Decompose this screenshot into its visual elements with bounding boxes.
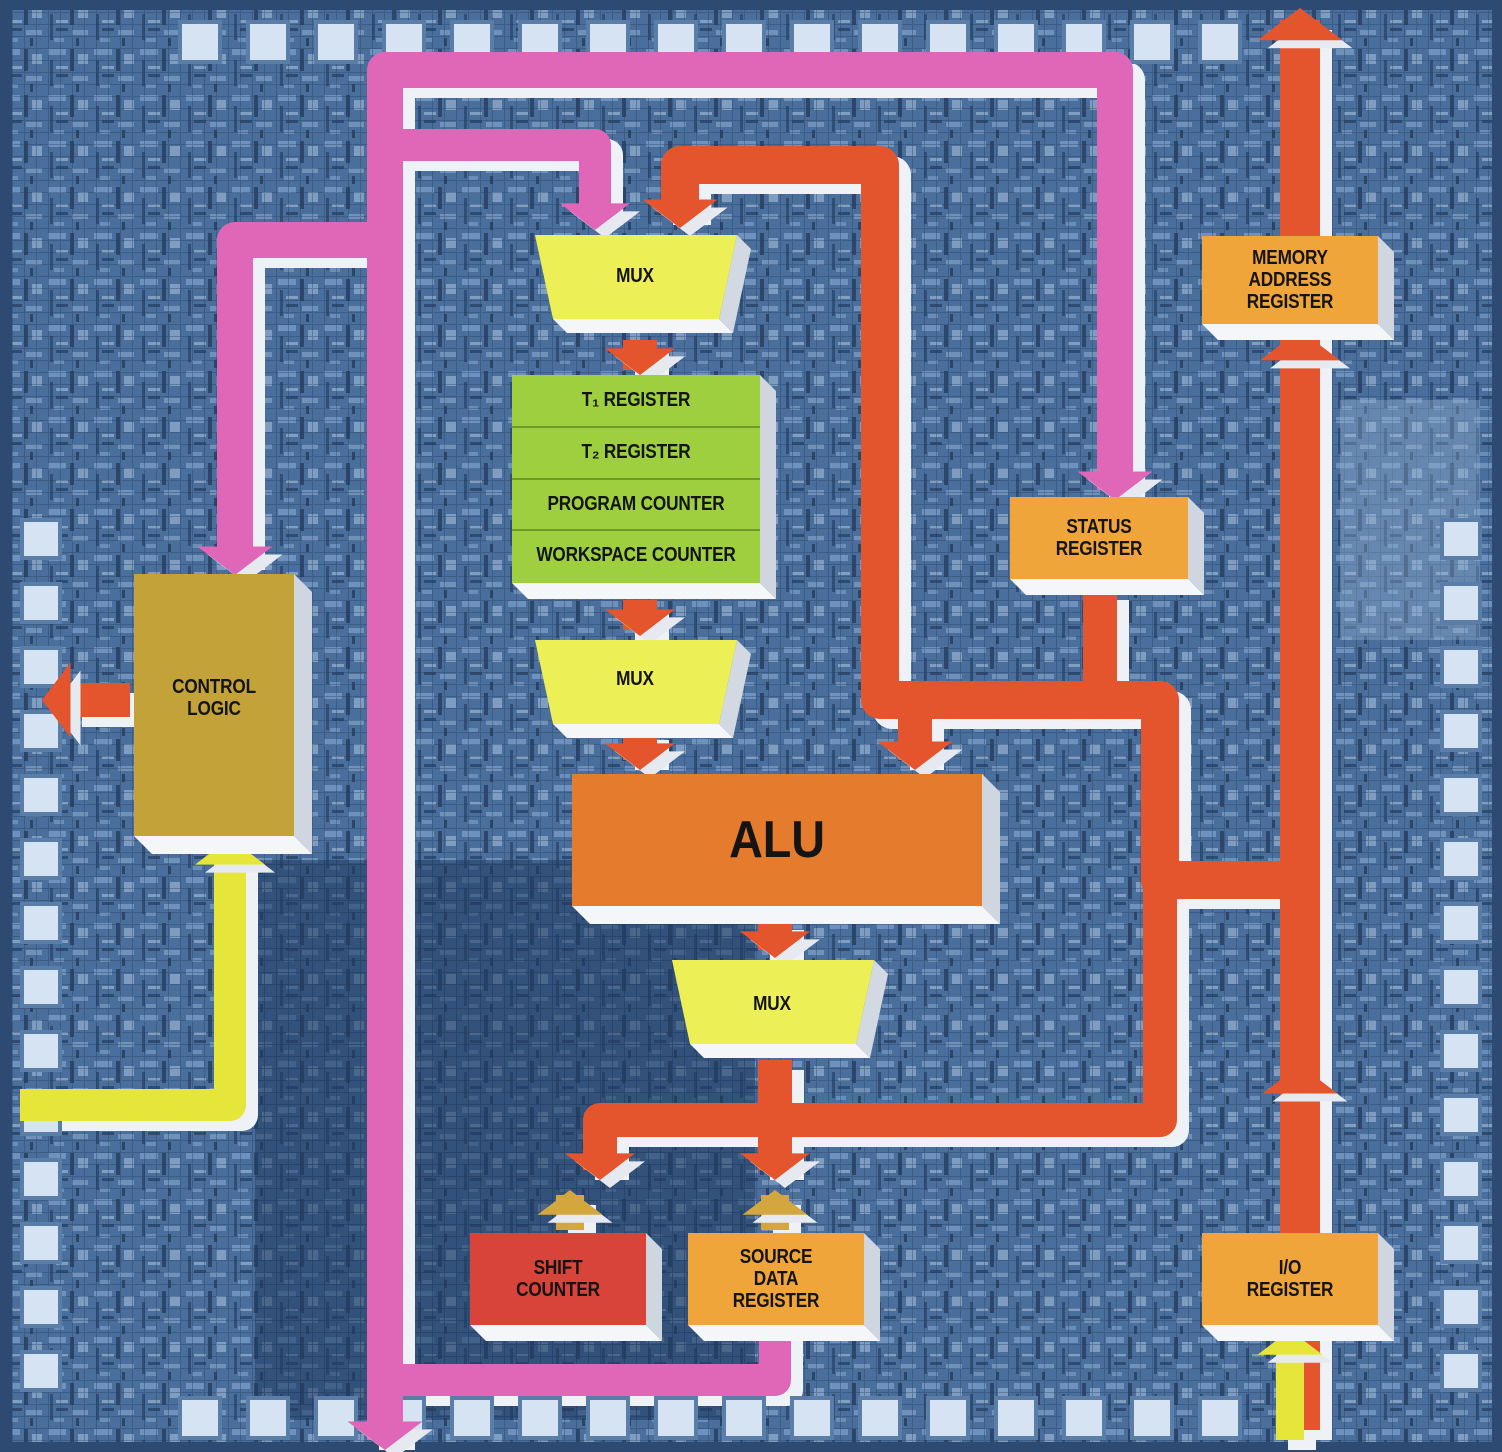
shift-counter-label: SHIFT COUNTER	[482, 1233, 633, 1325]
bond-pad	[1442, 776, 1480, 814]
bond-pad	[22, 648, 60, 686]
bond-pad	[22, 1032, 60, 1070]
bond-pad	[22, 520, 60, 558]
source-data-register-block-bottom	[688, 1325, 880, 1341]
bond-pad	[1442, 648, 1480, 686]
mux-middle-block-bottom	[553, 724, 733, 738]
workspace-counter-label: WORKSPACE COUNTER	[529, 533, 742, 577]
bond-pad	[452, 1398, 492, 1438]
memory-address-register-block-bottom	[1202, 324, 1394, 340]
bond-pad	[1442, 968, 1480, 1006]
bond-pad	[22, 584, 60, 622]
memory-address-register-block-side	[1378, 236, 1394, 340]
bond-pad	[1442, 904, 1480, 942]
source-data-register-label: SOURCE DATA REGISTER	[700, 1233, 851, 1325]
status-register-label: STATUS REGISTER	[1022, 497, 1175, 579]
bond-pad	[860, 1398, 900, 1438]
bond-pad	[1200, 22, 1240, 62]
bond-pad	[1442, 1352, 1480, 1390]
bond-pad	[1132, 1398, 1172, 1438]
status-register-block-bottom	[1010, 579, 1204, 595]
bond-pad	[996, 1398, 1036, 1438]
shift-counter-block-bottom	[470, 1325, 662, 1341]
bond-pad	[22, 776, 60, 814]
bond-pad	[22, 1288, 60, 1326]
bond-pad	[22, 904, 60, 942]
bond-pad	[248, 22, 288, 62]
bond-pad	[180, 1398, 220, 1438]
alu-label: ALU	[593, 774, 962, 906]
t1-register-label: T₁ REGISTER	[529, 378, 742, 422]
bond-pad	[1442, 840, 1480, 878]
bond-pad	[928, 1398, 968, 1438]
alu-block-bottom	[572, 906, 1000, 924]
bond-pad	[1064, 1398, 1104, 1438]
bond-pad	[316, 1398, 356, 1438]
bond-pad	[22, 1160, 60, 1198]
t2-register-label: T₂ REGISTER	[529, 430, 742, 474]
register-stack-block-bottom	[512, 583, 776, 599]
bond-pad	[1442, 1160, 1480, 1198]
control-logic-block-side	[294, 574, 312, 854]
bond-pad	[22, 712, 60, 750]
data-bus-arrow-memory-out	[1258, 8, 1343, 40]
bond-pad	[1442, 1096, 1480, 1134]
control-logic-block-bottom	[134, 836, 312, 854]
mux-top-block-bottom	[553, 319, 733, 333]
bond-pad	[1442, 1224, 1480, 1262]
io-register-block-bottom	[1202, 1325, 1394, 1341]
bond-pad	[22, 968, 60, 1006]
alu-block-side	[982, 774, 1000, 924]
register-stack-block-side	[760, 375, 776, 599]
bond-pad	[1442, 712, 1480, 750]
gold-arrow-shift	[538, 1190, 603, 1215]
bond-pad	[22, 1352, 60, 1390]
io-register-label: I/O REGISTER	[1214, 1233, 1365, 1325]
control-logic-label: CONTROL LOGIC	[145, 650, 283, 746]
yellow-input-line-shadow	[32, 860, 242, 1115]
bond-pad	[1132, 22, 1172, 62]
mux-bottom-label: MUX	[708, 980, 837, 1028]
bond-pad	[792, 1398, 832, 1438]
bond-pad	[1442, 584, 1480, 622]
bond-pad	[588, 1398, 628, 1438]
bond-pad	[248, 1398, 288, 1438]
gold-arrow-source	[743, 1190, 808, 1215]
io-register-block-side	[1378, 1233, 1394, 1341]
bond-pad	[1442, 1032, 1480, 1070]
bond-pad	[22, 1224, 60, 1262]
bond-pad	[316, 22, 356, 62]
mux-middle-label: MUX	[571, 655, 700, 703]
mux-top-label: MUX	[571, 252, 700, 300]
bond-pad	[1442, 520, 1480, 558]
program-counter-label: PROGRAM COUNTER	[529, 482, 742, 526]
bond-pad	[1442, 1288, 1480, 1326]
bond-pad	[180, 22, 220, 62]
source-data-register-block-side	[864, 1233, 880, 1341]
bond-pad	[1200, 1398, 1240, 1438]
bond-pad	[22, 840, 60, 878]
mux-bottom-block-bottom	[690, 1044, 870, 1058]
bond-pad	[656, 1398, 696, 1438]
bond-pad	[724, 1398, 764, 1438]
status-register-block-side	[1188, 497, 1204, 595]
bond-pad	[520, 1398, 560, 1438]
memory-address-register-label: MEMORY ADDRESS REGISTER	[1214, 236, 1365, 324]
shift-counter-block-side	[646, 1233, 662, 1341]
